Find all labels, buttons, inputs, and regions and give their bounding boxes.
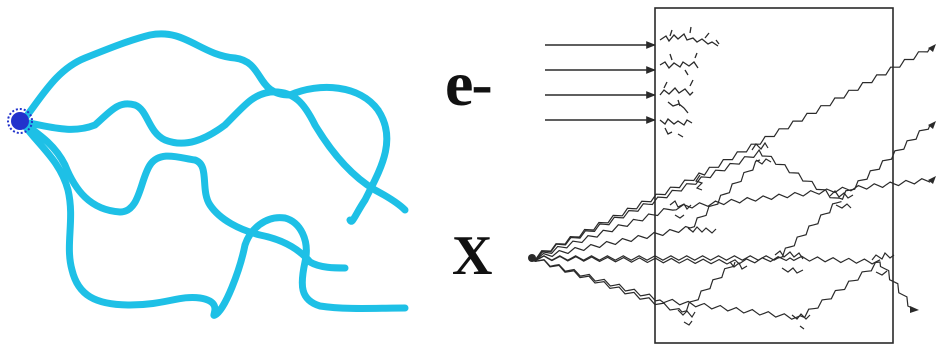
radiation-source-dot — [7, 108, 33, 134]
electron-beam — [545, 41, 656, 124]
photon-path — [531, 159, 761, 261]
cyan-path-middle-loop — [18, 88, 409, 214]
absorber-block — [654, 7, 894, 344]
photon-path — [531, 201, 842, 261]
photon-path — [531, 178, 931, 260]
cyan-path-upper-loop — [18, 30, 391, 225]
cyan-path-lower-left — [18, 118, 349, 272]
photon-paths — [531, 47, 931, 320]
electron-tracks — [659, 26, 720, 138]
photon-path — [531, 47, 931, 259]
photon-path — [531, 255, 881, 265]
photon-path — [531, 257, 736, 313]
photon-path — [531, 257, 913, 320]
interaction-panel — [528, 7, 936, 344]
tangled-paths-panel — [7, 30, 409, 319]
photon-path — [531, 124, 931, 259]
xray-label: X — [452, 225, 493, 287]
exit-arrows — [910, 44, 936, 313]
interaction-clusters — [669, 141, 895, 330]
electron-label: e- — [445, 48, 493, 119]
cyan-path-bottom — [18, 118, 409, 319]
